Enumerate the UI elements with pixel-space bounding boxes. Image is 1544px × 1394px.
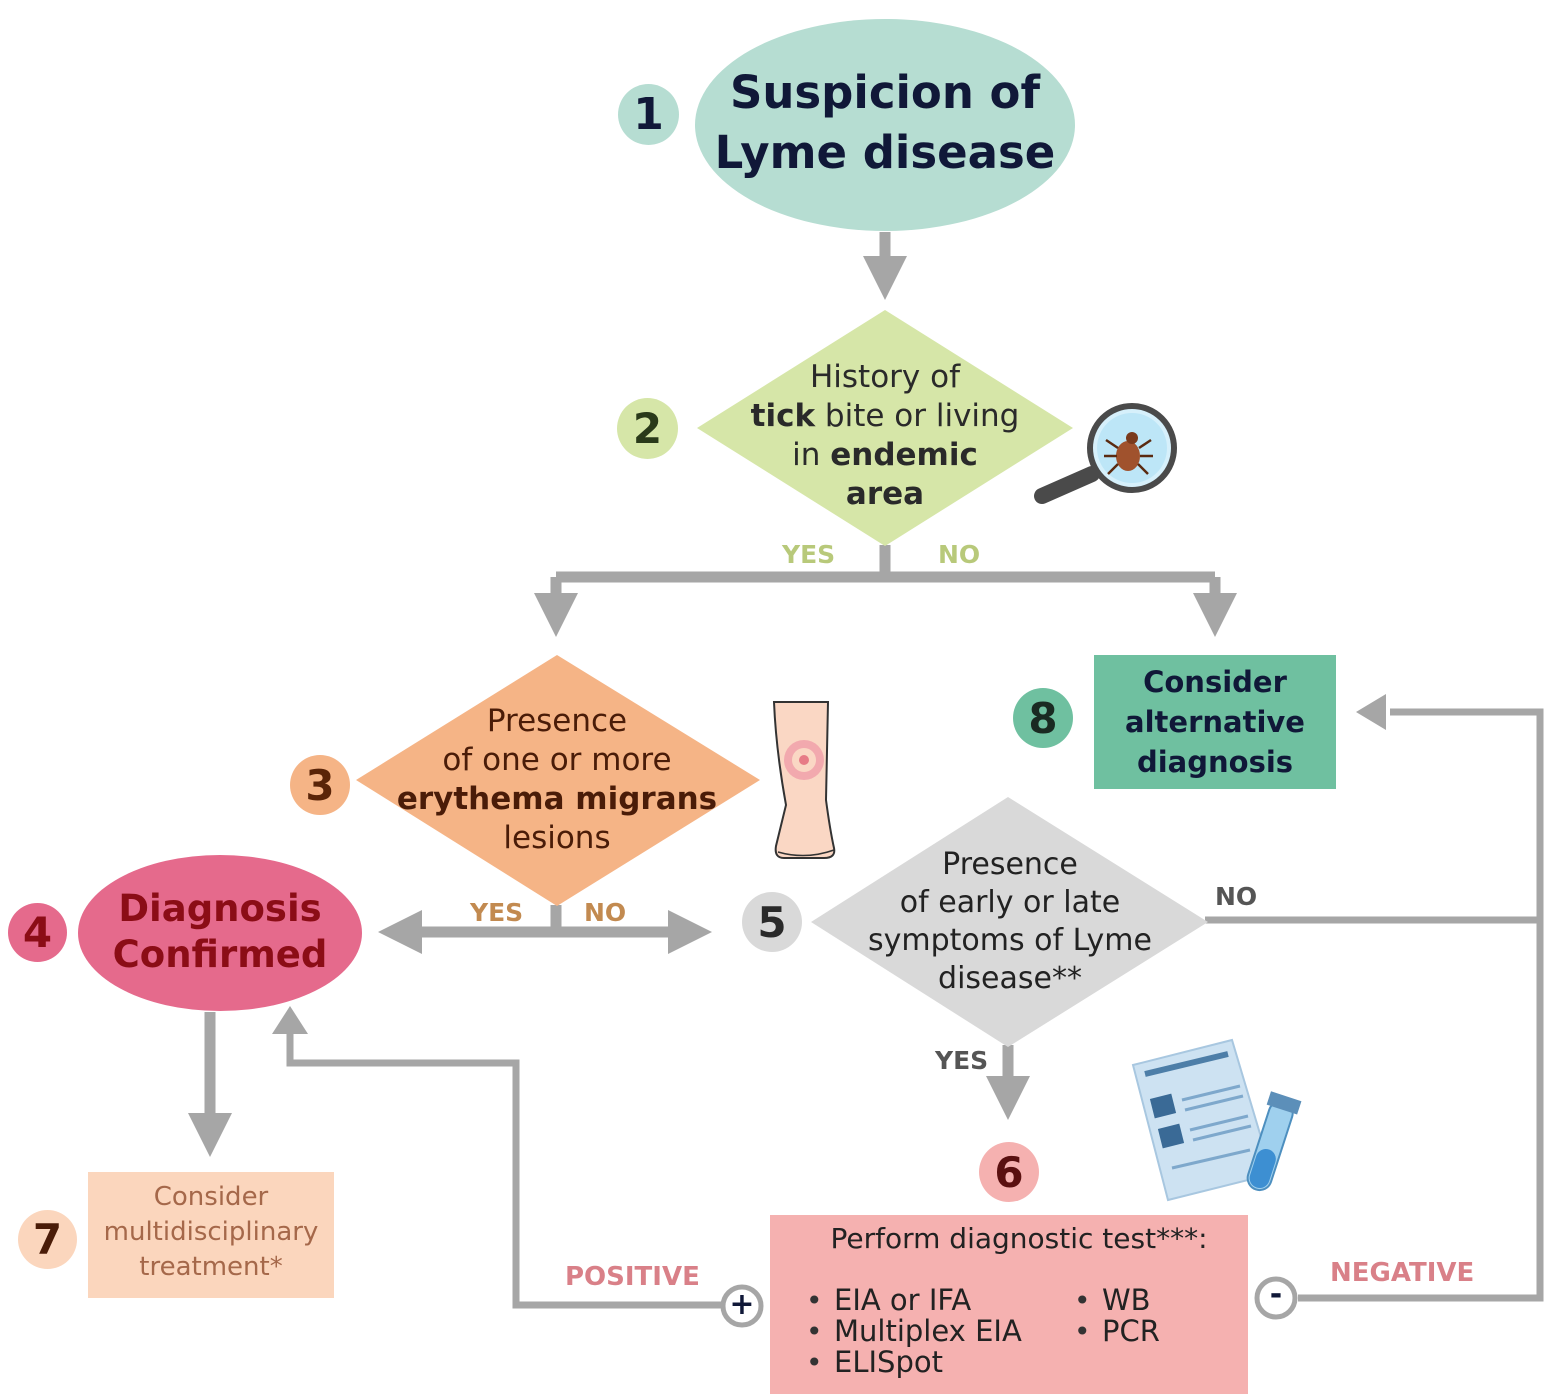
- node-3-text: Presence of one or more erythema migrans…: [392, 706, 722, 854]
- node-8-text: Consider alternative diagnosis: [1094, 668, 1336, 777]
- positive-label: POSITIVE: [565, 1262, 700, 1292]
- node-4-line-2: Confirmed: [112, 933, 328, 976]
- node-3-line-1: Presence: [486, 703, 628, 739]
- node-8-shape: [1094, 655, 1336, 789]
- leg-erythema-icon: [772, 701, 836, 859]
- step-2-badge: 2: [617, 398, 678, 459]
- node-3-yes-label: YES: [470, 898, 524, 927]
- node-3-line-4: lesions: [503, 820, 611, 856]
- node-5-line-3: symptoms of Lyme: [867, 923, 1152, 958]
- node-5-text: Presence of early or late symptoms of Ly…: [850, 850, 1170, 994]
- node-1-shape: [695, 19, 1075, 231]
- arrow-5-no-to-8: [1205, 708, 1544, 924]
- arrow-negative-to-8: [1298, 920, 1544, 1302]
- node-6-title: Perform diagnostic test***:: [830, 1222, 1208, 1255]
- node-7-line-2: multidisciplinary: [103, 1217, 319, 1247]
- test-item: EIA or IFA: [802, 1285, 1022, 1317]
- negative-circle: [1254, 1276, 1298, 1320]
- node-5-yes-label: YES: [935, 1046, 989, 1075]
- node-1-text: Suspicion of Lyme disease: [700, 70, 1070, 175]
- node-5-line-4: disease**: [938, 961, 1082, 996]
- node-6-tests-left: EIA or IFA Multiplex EIA ELISpot: [802, 1285, 1022, 1379]
- node-5-no-label: NO: [1215, 882, 1258, 911]
- node-2-yes-label: YES: [782, 540, 836, 569]
- positive-circle: [720, 1284, 764, 1328]
- node-3-line-2: of one or more: [442, 742, 672, 778]
- node-8-line-3: diagnosis: [1136, 745, 1294, 779]
- lab-report-tube-icon: [1131, 1038, 1302, 1202]
- node-6-tests-right: WB PCR: [1070, 1285, 1160, 1348]
- node-2-line-2-rest: bite or living: [815, 398, 1020, 434]
- node-2-line-3-pre: in: [792, 437, 831, 473]
- node-2-endemic: endemic: [830, 437, 978, 473]
- test-item: PCR: [1070, 1316, 1160, 1348]
- connectors: [188, 232, 1237, 1157]
- node-2-tick: tick: [750, 398, 816, 434]
- step-7-badge: 7: [18, 1210, 77, 1269]
- test-item: WB: [1070, 1285, 1160, 1317]
- no-arrowhead-to-8: [1356, 694, 1386, 730]
- thin-connectors: [286, 708, 1544, 1309]
- negative-label: NEGATIVE: [1330, 1258, 1475, 1288]
- node-1-line-2: Lyme disease: [714, 126, 1056, 179]
- node-7-shape: [88, 1172, 334, 1298]
- step-3-badge: 3: [290, 755, 350, 815]
- step-4-badge: 4: [8, 903, 67, 962]
- node-4-line-1: Diagnosis: [118, 887, 322, 930]
- step-1-badge: 1: [618, 84, 679, 145]
- node-8-line-2: alternative: [1125, 705, 1305, 739]
- node-7-line-3: treatment*: [139, 1252, 283, 1282]
- node-3-line-3: erythema migrans: [396, 781, 718, 817]
- node-3-shape: [356, 655, 760, 906]
- node-5-line-2: of early or late: [899, 885, 1121, 920]
- magnifier-tick-icon: [1034, 403, 1177, 504]
- node-4-text: Diagnosis Confirmed: [100, 890, 340, 973]
- node-3-no-label: NO: [584, 898, 627, 927]
- node-4-shape: [78, 855, 362, 1011]
- step-8-badge: 8: [1013, 688, 1073, 748]
- step-5-badge: 5: [742, 892, 802, 952]
- node-5-line-1: Presence: [942, 847, 1078, 882]
- step-6-badge: 6: [979, 1142, 1039, 1202]
- test-item: ELISpot: [802, 1347, 1022, 1379]
- node-2-shape: [697, 310, 1073, 546]
- node-2-line-1: History of: [809, 359, 961, 395]
- node-2-no-label: NO: [938, 540, 981, 569]
- node-2-text: History of tick bite or living in endemi…: [730, 362, 1040, 510]
- plus-sign-icon: +: [729, 1287, 755, 1322]
- node-2-line-4: area: [845, 476, 925, 512]
- node-7-text: Consider multidisciplinary treatment*: [88, 1184, 334, 1280]
- minus-sign-icon: -: [1269, 1277, 1283, 1312]
- node-8-line-1: Consider: [1143, 665, 1287, 699]
- node-5-shape: [811, 797, 1208, 1047]
- arrow-positive-to-4: [286, 1030, 722, 1309]
- positive-arrowhead: [272, 1006, 308, 1034]
- node-1-line-1: Suspicion of: [729, 66, 1041, 119]
- test-item: Multiplex EIA: [802, 1316, 1022, 1348]
- node-7-line-1: Consider: [153, 1182, 269, 1212]
